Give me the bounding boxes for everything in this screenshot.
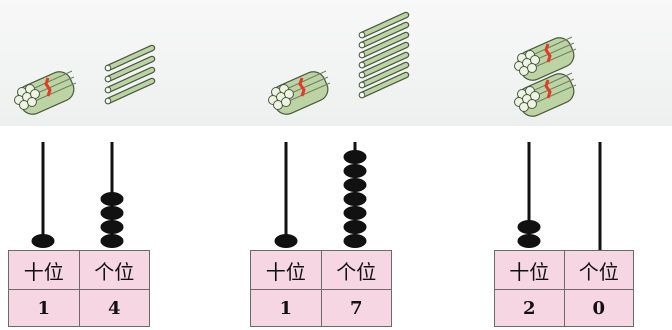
tens-header: 十位 bbox=[8, 250, 80, 290]
tens-header: 十位 bbox=[494, 250, 565, 290]
ones-bead bbox=[343, 150, 367, 164]
tens-value: 1 bbox=[250, 289, 322, 327]
tens-bead bbox=[517, 220, 541, 234]
tens-bead bbox=[274, 234, 298, 248]
bundle-of-ten-icon bbox=[512, 68, 580, 122]
bundle-of-ten-icon bbox=[12, 66, 80, 120]
place-value-table: 十位 个位 2 0 bbox=[494, 250, 634, 327]
ones-bead bbox=[100, 234, 124, 248]
ones-header: 个位 bbox=[320, 250, 392, 290]
ones-bead bbox=[100, 192, 124, 206]
ones-bead bbox=[343, 164, 367, 178]
ones-value: 7 bbox=[320, 289, 392, 327]
ones-bead bbox=[343, 234, 367, 248]
ones-bead bbox=[343, 192, 367, 206]
tens-value: 1 bbox=[8, 289, 80, 327]
ones-header: 个位 bbox=[78, 250, 150, 290]
ones-header: 个位 bbox=[563, 250, 634, 290]
ones-value: 4 bbox=[78, 289, 150, 327]
ones-bead bbox=[343, 220, 367, 234]
loose-sticks-icon bbox=[105, 48, 152, 104]
ones-value: 0 bbox=[563, 289, 634, 327]
loose-sticks-icon bbox=[359, 15, 406, 98]
ones-bead bbox=[100, 220, 124, 234]
bundle-of-ten-icon bbox=[266, 66, 334, 120]
tens-header: 十位 bbox=[250, 250, 322, 290]
tens-bead bbox=[31, 234, 55, 248]
ones-bead bbox=[343, 206, 367, 220]
tens-value: 2 bbox=[494, 289, 565, 327]
ones-bead bbox=[100, 206, 124, 220]
place-value-table: 十位 个位 1 4 bbox=[8, 250, 150, 327]
ones-bead bbox=[343, 178, 367, 192]
tens-bead bbox=[517, 234, 541, 248]
place-value-table: 十位 个位 1 7 bbox=[250, 250, 392, 327]
bundle-of-ten-icon bbox=[512, 32, 580, 86]
